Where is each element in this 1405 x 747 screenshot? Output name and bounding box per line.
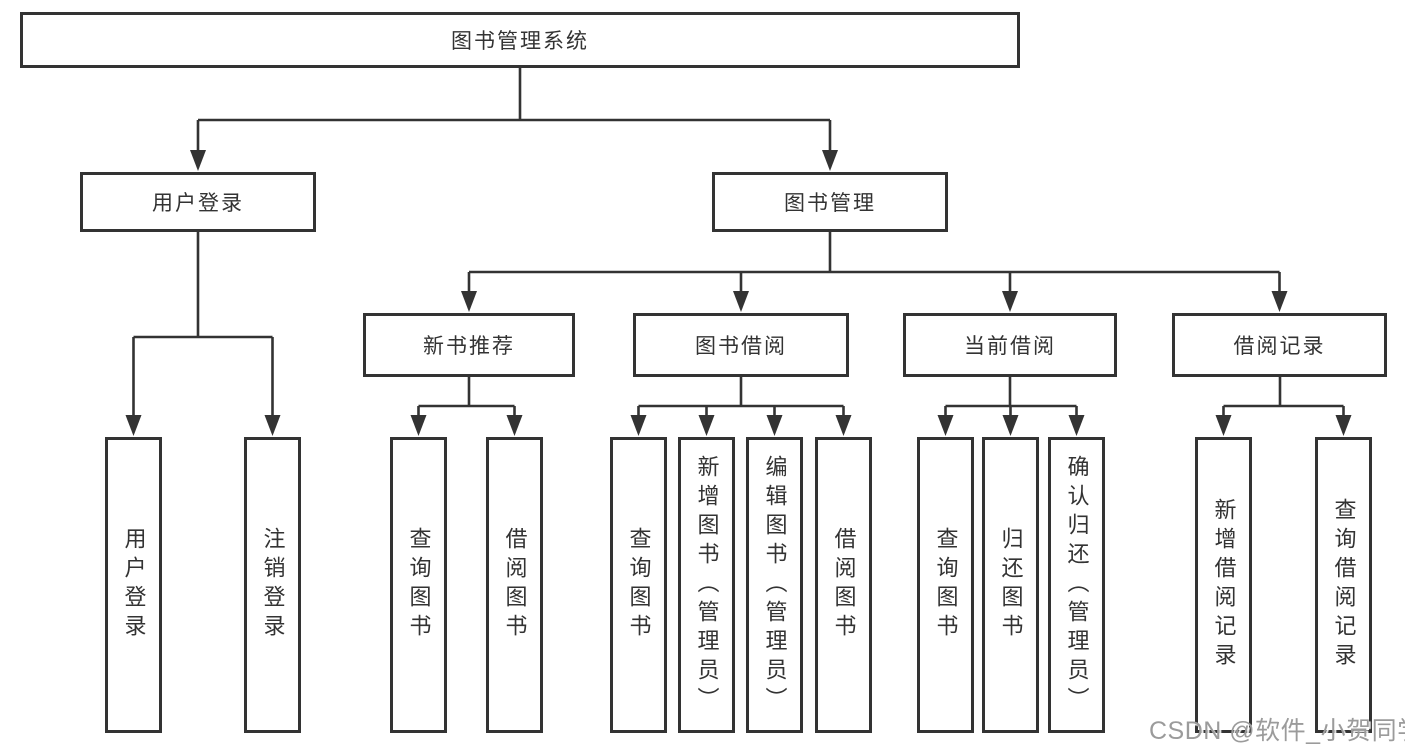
node-label: 图书管理: [784, 192, 876, 215]
node-label: 借阅图书: [502, 527, 528, 643]
node-label: 当前借阅: [964, 335, 1056, 358]
node-label: 归还图书: [998, 527, 1024, 643]
leaf-query-books-2: 查询图书: [610, 437, 667, 733]
node-label: 用户登录: [121, 527, 147, 643]
leaf-confirm-return-admin: 确认归还（管理员）: [1048, 437, 1105, 733]
node-label: 图书借阅: [695, 335, 787, 358]
leaf-add-borrow-record: 新增借阅记录: [1195, 437, 1252, 733]
node-current-borrowing: 当前借阅: [903, 313, 1117, 377]
leaf-logout: 注销登录: [244, 437, 301, 733]
node-book-management: 图书管理: [712, 172, 948, 232]
node-label: 查询借阅记录: [1331, 498, 1357, 672]
node-label: 新增借阅记录: [1211, 498, 1237, 672]
node-label: 查询图书: [626, 527, 652, 643]
csdn-watermark: CSDN @软件_小贺同学: [1149, 717, 1405, 745]
node-label: 查询图书: [933, 527, 959, 643]
leaf-return-books: 归还图书: [982, 437, 1039, 733]
node-label: 借阅图书: [831, 527, 857, 643]
node-user-login: 用户登录: [80, 172, 316, 232]
leaf-borrow-books-2: 借阅图书: [815, 437, 872, 733]
node-book-borrowing: 图书借阅: [633, 313, 849, 377]
leaf-edit-books-admin: 编辑图书（管理员）: [746, 437, 803, 733]
node-label: 确认归还（管理员）: [1064, 454, 1090, 716]
node-label: 新增图书（管理员）: [694, 454, 720, 716]
node-label: 注销登录: [260, 527, 286, 643]
node-label: 借阅记录: [1233, 335, 1326, 358]
node-label: 用户登录: [152, 192, 244, 215]
leaf-query-books-3: 查询图书: [917, 437, 974, 733]
leaf-borrow-books-1: 借阅图书: [486, 437, 543, 733]
leaf-add-books-admin: 新增图书（管理员）: [678, 437, 735, 733]
node-library-management-system: 图书管理系统: [20, 12, 1020, 68]
node-label: 查询图书: [406, 527, 432, 643]
leaf-query-books-1: 查询图书: [390, 437, 447, 733]
leaf-user-login: 用户登录: [105, 437, 162, 733]
node-label: 图书管理系统: [451, 30, 589, 53]
node-label: 编辑图书（管理员）: [762, 454, 788, 716]
node-new-book-recommendation: 新书推荐: [363, 313, 575, 377]
node-label: 新书推荐: [423, 335, 515, 358]
leaf-query-borrow-record: 查询借阅记录: [1315, 437, 1372, 733]
node-borrowing-records: 借阅记录: [1172, 313, 1387, 377]
